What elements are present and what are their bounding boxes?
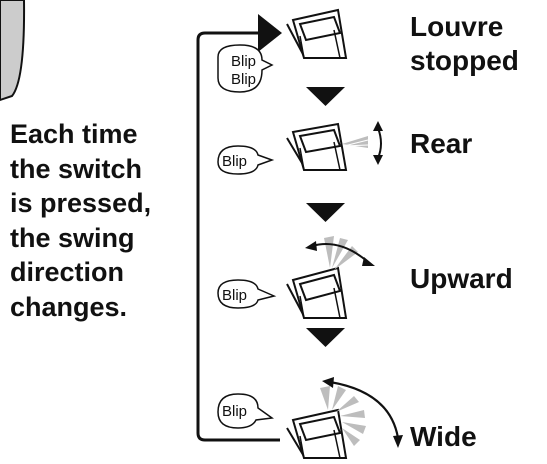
step-arrow-3	[306, 328, 345, 347]
state-label-line: Louvre	[410, 11, 504, 42]
state-label-wide: Wide	[410, 420, 477, 454]
instruction-text: Each time the switch is pressed, the swi…	[10, 117, 200, 324]
step-arrow-2	[306, 203, 345, 222]
step-arrow-1	[306, 87, 345, 106]
blip-bubble-4	[217, 393, 274, 429]
swing-arrow-wide	[322, 377, 403, 448]
instruction-line: direction	[10, 257, 125, 287]
cycle-loop-line	[196, 31, 280, 442]
airflow-fan-upward	[324, 236, 358, 270]
state-label-rear: Rear	[410, 127, 472, 161]
airflow-fan-rear	[342, 136, 369, 148]
blip-bubble-3	[217, 279, 277, 309]
blip-text-3: Blip	[222, 287, 247, 304]
swing-arrow-rear	[373, 121, 383, 165]
cycle-loop-arrowhead	[258, 14, 282, 52]
unit-icon-wide	[286, 408, 348, 459]
unit-icon-stopped	[286, 8, 348, 59]
instruction-line: the swing	[10, 222, 135, 253]
instruction-line: the switch	[10, 153, 143, 184]
instruction-line: changes.	[10, 291, 128, 322]
blip-text-1b: Blip	[231, 71, 256, 88]
state-label-louvre-stopped: Louvre stopped	[410, 10, 519, 78]
state-label-upward: Upward	[410, 262, 513, 296]
airflow-fan-wide	[320, 386, 366, 446]
remote-control-edge	[0, 0, 26, 102]
blip-text-2: Blip	[222, 153, 247, 170]
blip-bubble-2	[217, 145, 275, 175]
state-label-line: Rear	[410, 128, 473, 159]
blip-text-4: Blip	[222, 403, 247, 420]
instruction-line: is pressed,	[10, 188, 152, 218]
instruction-line: Each time	[10, 119, 138, 149]
swing-arrow-upward	[305, 241, 375, 266]
state-label-line: Wide	[410, 421, 477, 452]
blip-text-1a: Blip	[231, 53, 256, 70]
blip-bubble-1	[217, 44, 274, 93]
unit-icon-upward	[286, 266, 348, 319]
state-label-line: Upward	[410, 263, 513, 294]
unit-icon-rear	[286, 122, 348, 171]
state-label-line: stopped	[410, 45, 519, 76]
